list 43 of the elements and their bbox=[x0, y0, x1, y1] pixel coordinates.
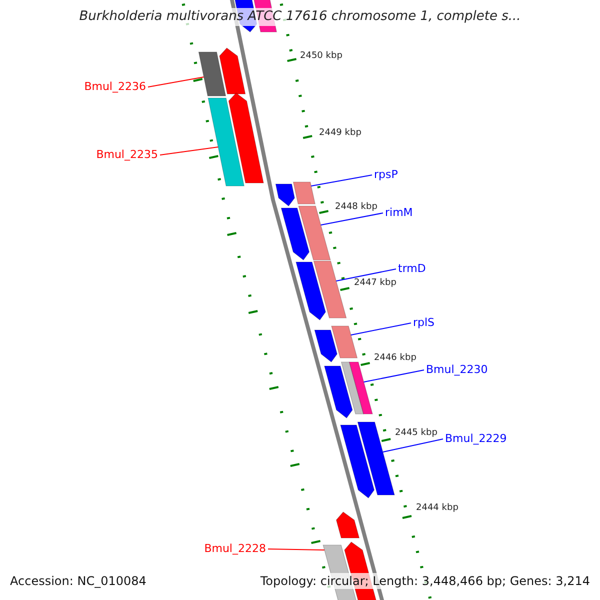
gene-label: rpsP bbox=[374, 168, 398, 181]
position-label: 2447 kbp bbox=[354, 278, 396, 289]
position-label: 2448 kbp bbox=[335, 202, 378, 213]
gene-block bbox=[357, 422, 395, 496]
gene-label: rimM bbox=[385, 206, 413, 219]
leader-line bbox=[350, 322, 412, 336]
leader-line bbox=[268, 548, 325, 550]
position-label: 2445 kbp bbox=[395, 428, 438, 439]
leader-line bbox=[160, 146, 219, 156]
pointed-gene-block bbox=[340, 424, 375, 498]
gene-label: rplS bbox=[413, 316, 435, 329]
pointed-gene-block bbox=[275, 184, 295, 206]
gene-block bbox=[198, 52, 226, 96]
position-label: 2444 kbp bbox=[416, 503, 458, 514]
gene-label: Bmul_2235 bbox=[96, 148, 158, 161]
footer-text: Accession: NC_010084 bbox=[8, 573, 148, 589]
pointed-gene-block bbox=[280, 208, 310, 260]
gene-label: Bmul_2236 bbox=[84, 80, 146, 93]
gene-label: Bmul_2229 bbox=[445, 432, 507, 445]
pointed-gene-block bbox=[314, 330, 338, 362]
pointed-gene-block bbox=[296, 262, 326, 320]
gene-label: trmD bbox=[398, 262, 426, 275]
gene-block bbox=[313, 260, 347, 318]
leader-line bbox=[363, 370, 424, 382]
leader-line bbox=[320, 212, 384, 226]
gene-block bbox=[340, 362, 364, 414]
footer-text: Topology: circular; Length: 3,448,466 bp; Genes: 3,214 bbox=[258, 573, 592, 589]
position-label: 2450 kbp bbox=[300, 51, 342, 62]
leader-line bbox=[310, 174, 372, 186]
gene-label: Bmul_2228 bbox=[204, 542, 266, 555]
leader-line bbox=[382, 438, 444, 452]
gene-block bbox=[348, 362, 373, 414]
leader-line bbox=[336, 268, 396, 282]
gene-block bbox=[208, 98, 244, 186]
pointed-gene-block bbox=[336, 512, 360, 538]
gene-block bbox=[292, 182, 316, 204]
pointed-gene-block bbox=[219, 48, 246, 94]
leader-line bbox=[148, 76, 204, 88]
position-label: 2449 kbp bbox=[319, 128, 362, 139]
pointed-gene-block bbox=[324, 366, 353, 418]
gene-block bbox=[331, 326, 358, 358]
position-label: 2446 kbp bbox=[374, 353, 416, 364]
gene-label: Bmul_2230 bbox=[426, 363, 488, 376]
